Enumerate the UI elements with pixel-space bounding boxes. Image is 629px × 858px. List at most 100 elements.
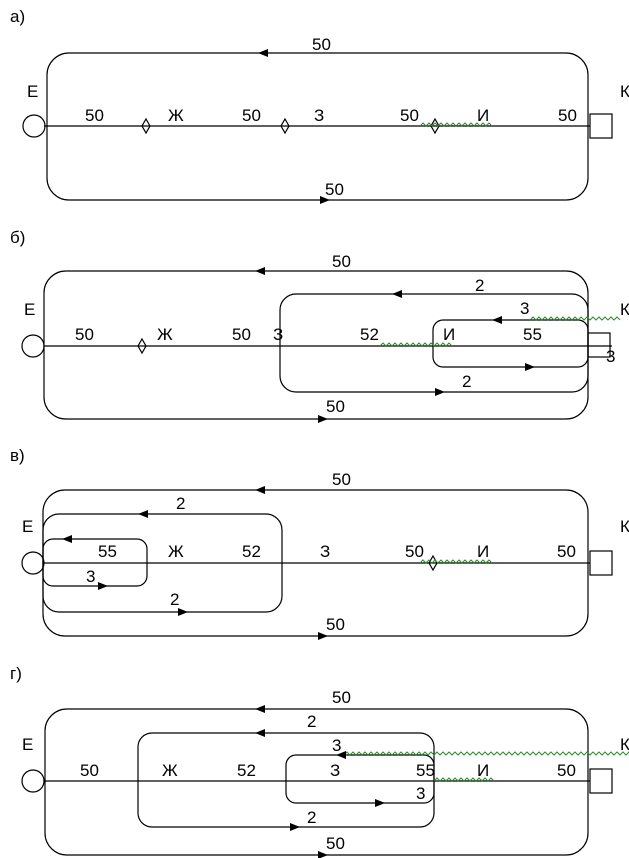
segment-label: 50 (242, 106, 261, 125)
loop-outer-top-label: 50 (332, 470, 351, 489)
loop-inner-top-label: 3 (332, 736, 341, 755)
inner-loop (432, 319, 589, 368)
loop-middle-top-label: 2 (475, 276, 484, 295)
segment-label: 50 (557, 761, 576, 780)
start-node-circle (22, 114, 46, 138)
arrow-right (320, 196, 330, 204)
loop-outer-bottom-label: 50 (325, 180, 344, 199)
arrow-right (318, 632, 328, 640)
node-label: Ж (168, 542, 184, 561)
start-node-circle (21, 334, 45, 358)
arrow-right (318, 415, 328, 423)
arrow-right (525, 363, 535, 371)
arrow-left (255, 267, 265, 275)
panel-c: в) Е К 50 2 3 2 50 55 52 50 50 Ж З И (10, 446, 629, 640)
loop-outer-top-label: 50 (332, 252, 351, 271)
arrow-right (375, 799, 385, 807)
end-node-square (589, 550, 613, 576)
loop-middle-bottom-label: 2 (307, 808, 316, 827)
loop-inner-top-label: 3 (520, 299, 529, 318)
inner-loop (285, 754, 435, 804)
loop-middle-top-label: 2 (307, 712, 316, 731)
segment-label: 52 (237, 761, 256, 780)
node-e-label: Е (22, 517, 33, 536)
arrow-right (98, 582, 108, 590)
node-label: И (477, 542, 489, 561)
arrow-left (492, 316, 502, 324)
arrow-left (336, 751, 346, 759)
wavy-line (379, 342, 453, 347)
arrow-right (290, 823, 300, 831)
node-e-label: Е (24, 300, 35, 319)
arrow-right (178, 608, 188, 616)
segment-label: 55 (523, 325, 542, 344)
start-node-circle (21, 551, 45, 575)
start-node-circle (21, 769, 45, 793)
node-k-label: К (620, 517, 629, 536)
node-e-label: Е (22, 735, 33, 754)
segment-label: 50 (85, 106, 104, 125)
arrow-left (62, 535, 72, 543)
arrow-left (392, 290, 402, 298)
wavy-line (419, 559, 493, 564)
arrow-left (255, 486, 265, 494)
segment-label: 50 (405, 542, 424, 561)
panel-label: а) (10, 7, 25, 26)
segment-label: 50 (557, 542, 576, 561)
loop-outer-bottom-label: 50 (326, 834, 345, 853)
node-k-label: К (620, 300, 629, 319)
diamond-marker (137, 337, 147, 355)
panel-d: г) Е К 50 2 3 3 2 50 50 52 55 50 Ж З И (10, 664, 629, 858)
segment-label: 55 (416, 761, 435, 780)
node-label: И (443, 325, 455, 344)
segment-label: 50 (80, 761, 99, 780)
loop-inner-bottom-label: 3 (86, 567, 95, 586)
node-label: И (477, 106, 489, 125)
node-k-label: К (620, 735, 629, 754)
outer-loop (44, 708, 589, 856)
end-node-square (587, 332, 611, 358)
segment-label: 50 (75, 325, 94, 344)
segment-label: 52 (242, 542, 261, 561)
loop-outer-bottom-label: 50 (326, 615, 345, 634)
wavy-line (433, 777, 495, 782)
segment-label: 55 (98, 542, 117, 561)
node-label: З (330, 761, 340, 780)
wavy-line (419, 122, 493, 127)
arrow-right (435, 388, 445, 396)
segment-label: 50 (400, 106, 419, 125)
outer-loop (43, 270, 589, 420)
node-label: Ж (162, 761, 178, 780)
loop-middle-bottom-label: 2 (170, 590, 179, 609)
diamond-marker (430, 117, 440, 135)
node-k-label: К (620, 82, 629, 101)
node-e-label: Е (27, 82, 38, 101)
loop-inner-right-label: 3 (606, 347, 615, 366)
segment-label: 50 (558, 106, 577, 125)
panel-label: в) (10, 446, 25, 465)
node-label: З (320, 542, 330, 561)
arrow-left (258, 49, 268, 57)
node-label: И (477, 761, 489, 780)
loop-outer-top-label: 50 (332, 688, 351, 707)
diamond-marker (141, 117, 151, 135)
end-node-square (589, 113, 613, 139)
loop-outer-top-label: 50 (312, 35, 331, 54)
arrow-right (318, 851, 328, 858)
diamond-marker (280, 117, 290, 135)
segment-label: 52 (360, 325, 379, 344)
node-label: Ж (157, 325, 173, 344)
loop-inner-bottom-label: 3 (416, 784, 425, 803)
wavy-line (529, 316, 621, 321)
loop-middle-top-label: 2 (176, 494, 185, 513)
arrow-left (255, 705, 265, 713)
wavy-line (343, 751, 629, 756)
panel-label: г) (10, 664, 22, 683)
end-node-square (589, 768, 613, 794)
loop-outer-bottom-label: 50 (326, 397, 345, 416)
panel-a: а) Е К 50 50 50 50 50 50 Ж З И (10, 7, 629, 204)
node-label: Ж (168, 106, 184, 125)
segment-label: 50 (232, 325, 251, 344)
panel-b: б) Е К 50 2 3 3 2 50 50 50 52 55 Ж З И (10, 228, 629, 423)
panel-label: б) (10, 228, 25, 247)
